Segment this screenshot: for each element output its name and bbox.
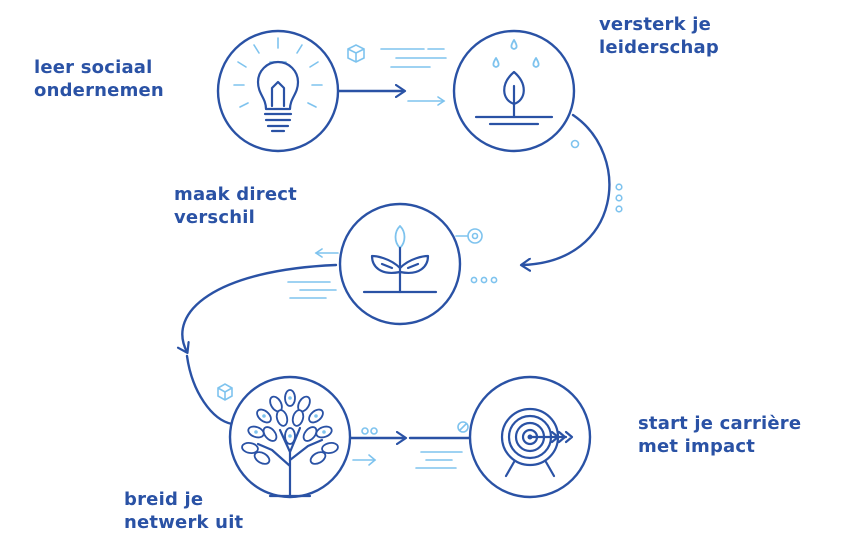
step-4-label-line1: breid je: [124, 489, 204, 510]
step-3-label-line2: verschil: [174, 207, 255, 228]
step-1-node: [216, 29, 340, 153]
step-2-label-line2: leiderschap: [599, 37, 719, 58]
lightbulb-icon: [233, 37, 323, 133]
step-4-label-line2: netwerk uit: [124, 512, 244, 533]
step-5-node: [468, 375, 592, 499]
step-5-label-line2: met impact: [638, 436, 756, 457]
connector-4-arc: [185, 354, 234, 426]
step-3-label-line1: maak direct: [174, 184, 297, 205]
step-2-label-line1: versterk je: [599, 14, 712, 35]
step-5-label-line1: start je carrière: [638, 413, 802, 434]
step-4-node: [228, 375, 352, 499]
decorative-accents: [217, 44, 623, 469]
connector-lines: [182, 91, 611, 438]
connector-2-3: [522, 113, 611, 265]
step-5-label: start je carrière met impact: [638, 412, 801, 458]
target-arrow-icon: [500, 407, 574, 478]
step-2-label: versterk je leiderschap: [599, 13, 719, 59]
sprout-drops-icon: [474, 39, 554, 126]
step-1-label-line1: leer sociaal: [34, 57, 153, 78]
step-3-label: maak direct verschil: [174, 183, 297, 229]
step-2-node: [452, 29, 576, 153]
step-1-label-line2: ondernemen: [34, 80, 164, 101]
step-3-node: [338, 202, 462, 326]
tree-icon: [241, 389, 339, 498]
connector-3-4: [182, 263, 338, 352]
step-4-label: breid je netwerk uit: [124, 488, 243, 534]
step-1-label: leer sociaal ondernemen: [34, 56, 164, 102]
plant-icon: [362, 225, 438, 294]
